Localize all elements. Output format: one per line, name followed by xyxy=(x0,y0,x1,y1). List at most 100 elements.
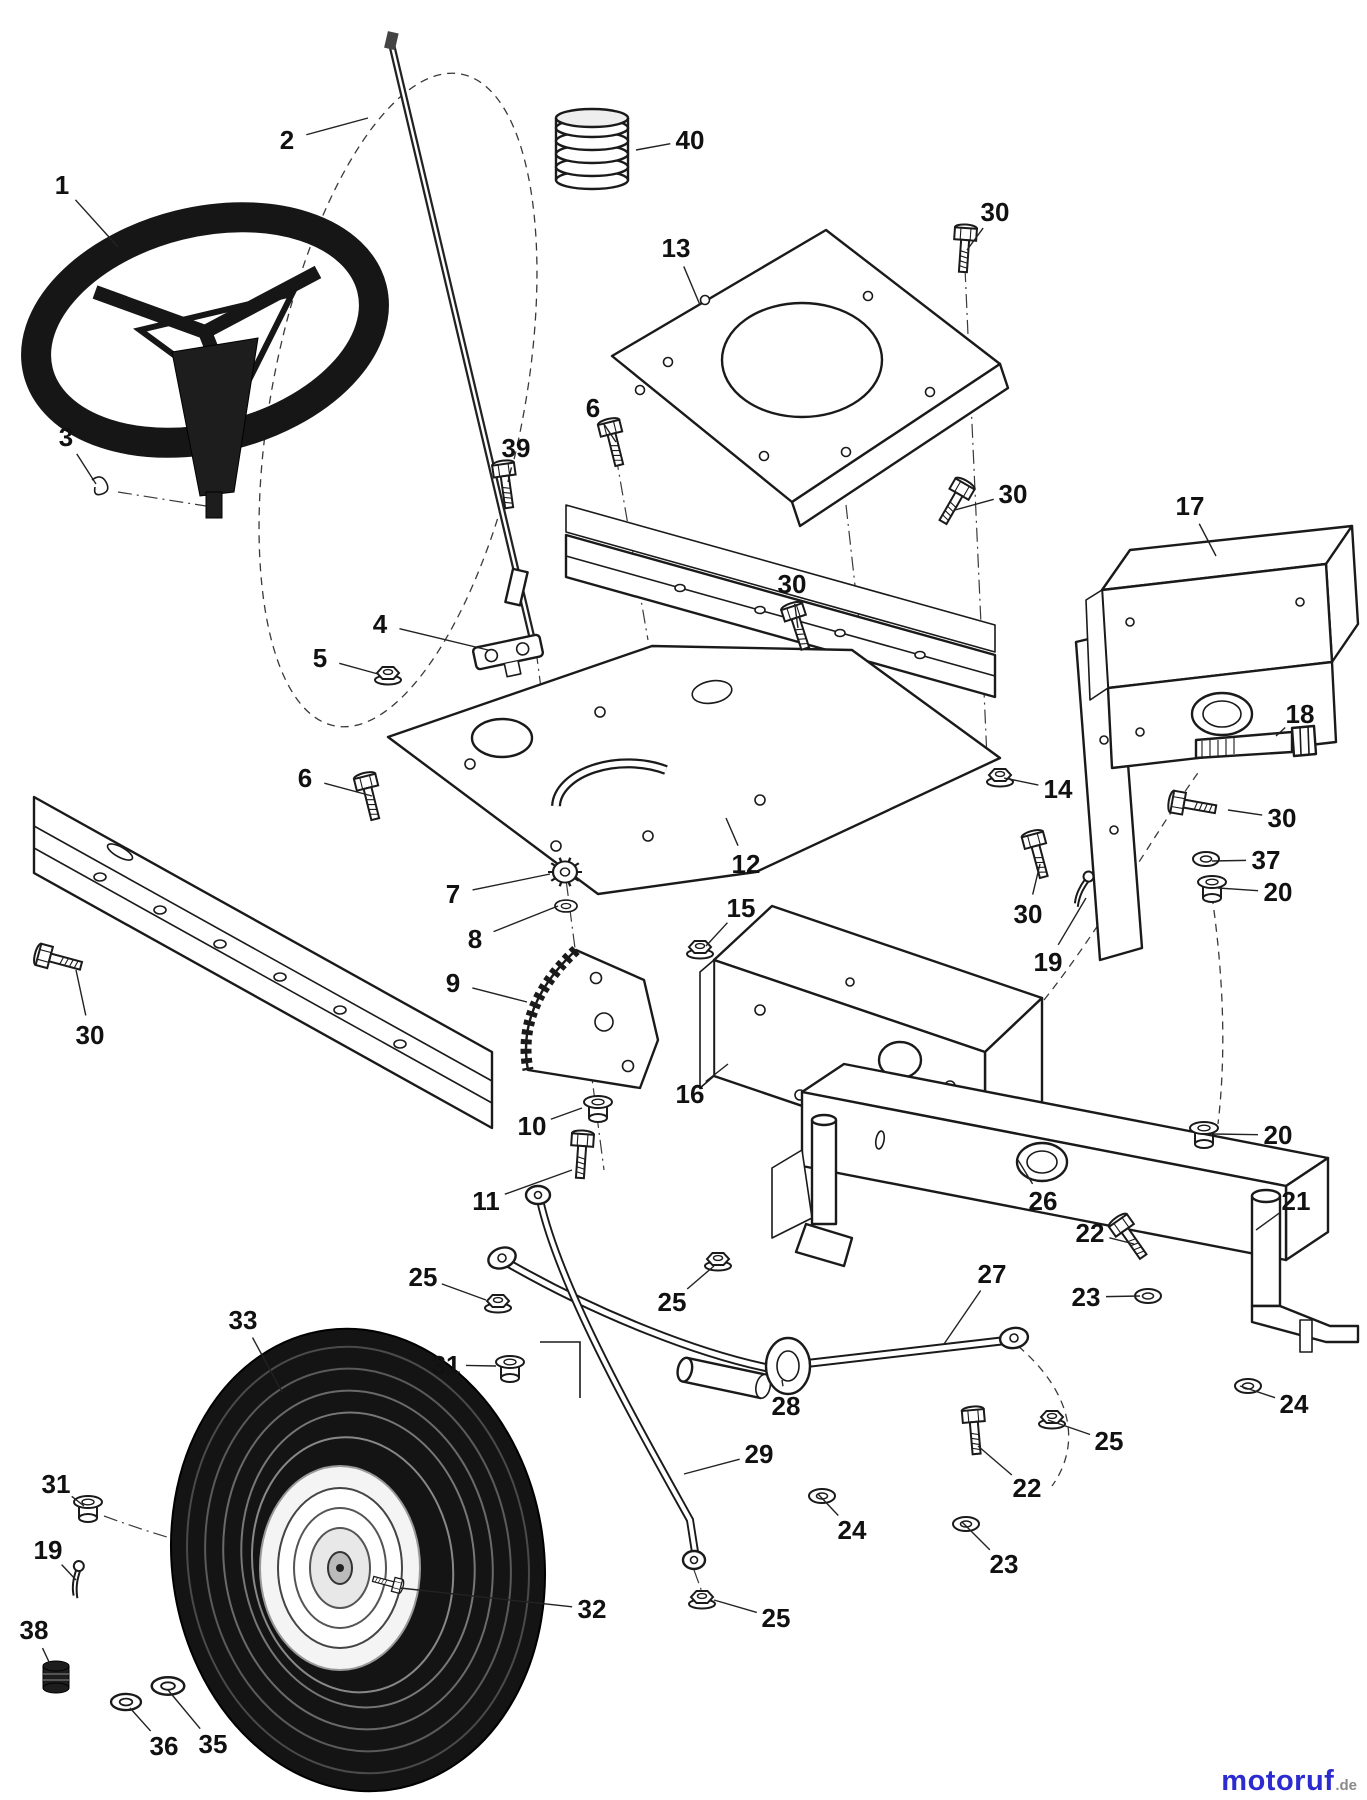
callout-leader xyxy=(399,1587,573,1608)
callout-leader xyxy=(943,1290,982,1345)
callout-label-30: 30 xyxy=(981,197,1010,227)
callout-label-17: 17 xyxy=(1176,491,1205,521)
callout-label-13: 13 xyxy=(662,233,691,263)
callout-leader xyxy=(977,1445,1013,1476)
callout-label-25: 25 xyxy=(409,1262,438,1292)
steering-shaft xyxy=(384,31,537,643)
link-nut-centerline xyxy=(693,1569,703,1593)
callout-label-11: 11 xyxy=(472,1186,500,1216)
callout-leader xyxy=(1047,1419,1091,1436)
callout-label-30: 30 xyxy=(1014,899,1043,929)
callout-label-30: 30 xyxy=(76,1020,105,1050)
hex-bolt-6 xyxy=(352,769,387,823)
callout-label-24: 24 xyxy=(838,1515,867,1545)
callout-label-20: 20 xyxy=(1264,1120,1293,1150)
callout-leader xyxy=(129,1707,152,1732)
callout-leader xyxy=(1255,1212,1281,1231)
sector-gear xyxy=(520,945,660,1090)
flange-nut-25 xyxy=(1038,1410,1066,1430)
tierod-guide-curve xyxy=(1017,1345,1070,1487)
rear-bracket xyxy=(1085,524,1360,770)
hex-bolt-30 xyxy=(950,222,979,274)
steering-boot xyxy=(554,107,630,191)
flange-nut-25 xyxy=(704,1252,732,1272)
callout-label-35: 35 xyxy=(199,1729,228,1759)
steering-gear xyxy=(548,857,582,887)
callout-label-25: 25 xyxy=(658,1287,687,1317)
callout-label-1: 1 xyxy=(55,170,69,200)
bushing-20 xyxy=(1189,1121,1219,1149)
callout-label-22: 22 xyxy=(1013,1473,1042,1503)
callout-leader xyxy=(686,1265,715,1290)
callout-leader xyxy=(794,603,799,629)
frame-rail-left xyxy=(32,795,494,1130)
callout-labels: 1234013306391730453018143063720127830191… xyxy=(20,117,1314,1761)
watermark-brand[interactable]: motoruf xyxy=(1221,1765,1335,1797)
watermark-tld[interactable]: .de xyxy=(1335,1777,1357,1794)
callout-leader xyxy=(550,1107,583,1120)
callout-leader xyxy=(705,922,728,947)
callout-label-9: 9 xyxy=(446,968,460,998)
callout-leader xyxy=(1057,897,1087,946)
callout-label-28: 28 xyxy=(772,1391,801,1421)
hex-bolt-22 xyxy=(960,1404,989,1456)
callout-label-29: 29 xyxy=(745,1439,774,1469)
callout-leader xyxy=(966,227,984,251)
callout-label-25: 25 xyxy=(1095,1426,1124,1456)
steering-hub-cone xyxy=(171,337,259,497)
callout-label-25: 25 xyxy=(762,1603,791,1633)
callout-leader xyxy=(74,199,119,248)
callout-label-23: 23 xyxy=(1072,1282,1101,1312)
callout-leader xyxy=(1211,859,1247,862)
callout-label-31: 31 xyxy=(42,1469,71,1499)
watermark[interactable]: motoruf.de xyxy=(1221,1765,1357,1798)
callout-leader xyxy=(1239,1385,1276,1399)
callout-leader xyxy=(472,873,551,891)
callout-leader xyxy=(339,662,379,675)
callout-leader xyxy=(441,1283,487,1301)
callout-label-39: 39 xyxy=(502,433,531,463)
callout-label-19: 19 xyxy=(1034,947,1063,977)
callout-leader xyxy=(251,1337,283,1393)
callout-label-30: 30 xyxy=(999,479,1028,509)
main-frame-plate xyxy=(386,644,1002,896)
callout-label-31: 31 xyxy=(432,1350,461,1380)
callout-leader xyxy=(504,1169,573,1195)
callout-leader xyxy=(725,817,739,846)
callout-label-30: 30 xyxy=(1268,803,1297,833)
callout-leader xyxy=(1227,809,1263,816)
callout-label-16: 16 xyxy=(676,1079,705,1109)
callout-leader xyxy=(76,453,97,485)
callout-leader xyxy=(705,1063,729,1083)
callout-leader xyxy=(1109,1237,1135,1245)
shaft-spacer xyxy=(676,1336,812,1400)
cotter-pin-19 xyxy=(68,1559,86,1600)
callout-label-24: 24 xyxy=(1280,1389,1309,1419)
callout-label-38: 38 xyxy=(20,1615,49,1645)
callout-leader xyxy=(817,1493,839,1516)
tie-rod xyxy=(487,1246,1030,1373)
callout-label-40: 40 xyxy=(676,125,705,155)
callout-leader xyxy=(1198,523,1217,557)
bushing-31 xyxy=(73,1495,103,1523)
axle-beam xyxy=(771,1062,1330,1268)
flange-nut-25 xyxy=(688,1590,716,1610)
callout-leader xyxy=(1217,887,1259,892)
callout-label-21: 21 xyxy=(1282,1186,1311,1216)
washer-36 xyxy=(109,1692,143,1712)
callout-leader xyxy=(472,987,528,1003)
hex-bolt-6 xyxy=(596,415,631,469)
callout-leader xyxy=(1275,726,1286,737)
callout-leader xyxy=(961,1521,991,1551)
callout-label-23: 23 xyxy=(990,1549,1019,1579)
callout-label-27: 27 xyxy=(978,1259,1007,1289)
callout-label-10: 10 xyxy=(518,1111,547,1141)
hex-bolt-18 xyxy=(1194,724,1318,760)
callout-label-20: 20 xyxy=(1264,877,1293,907)
callout-leader xyxy=(324,782,373,797)
callout-label-2: 2 xyxy=(280,125,294,155)
washer-24 xyxy=(808,1488,836,1504)
flange-nut-25 xyxy=(484,1294,512,1314)
callout-leader xyxy=(493,905,559,933)
